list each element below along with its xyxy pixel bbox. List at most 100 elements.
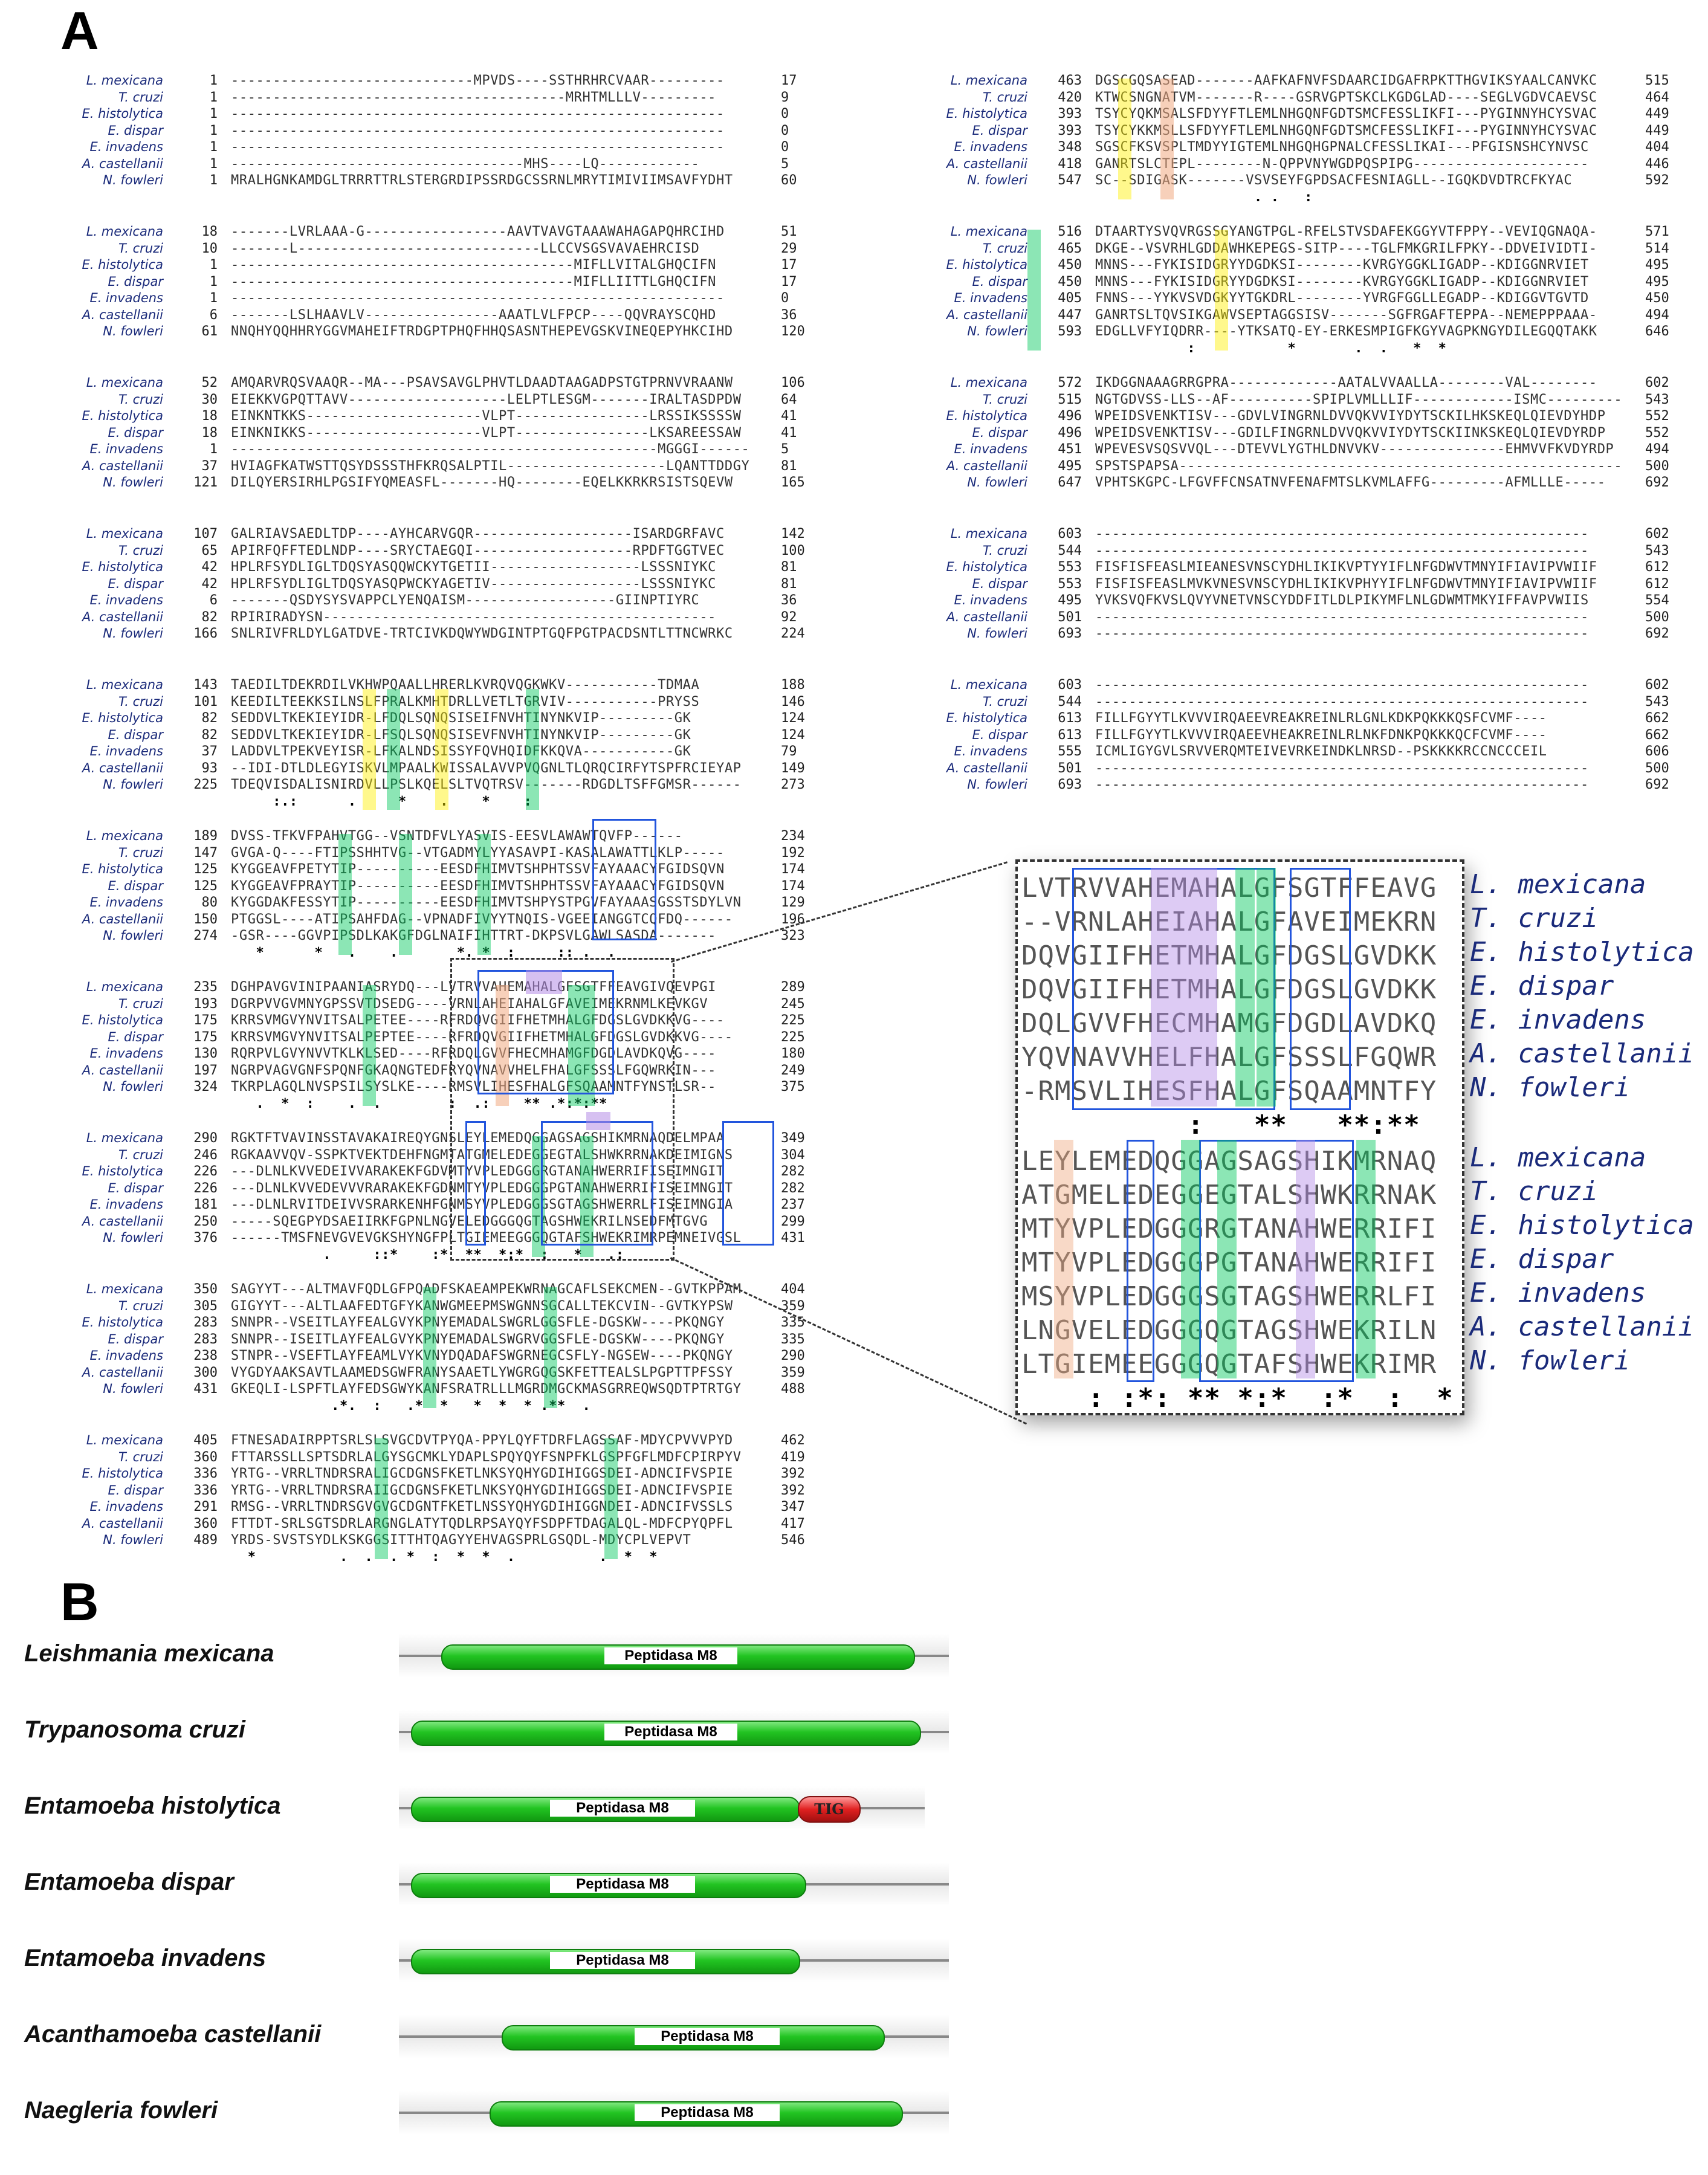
spacer (163, 1549, 231, 1566)
end-position: 404 (781, 1282, 805, 1297)
sequence: KEEDILTEEKKSILNSLFPRALKMHTDRLLVETLTGRVIV… (231, 694, 700, 709)
zoom-sequence: DQVGIIFHETMHALGFDGSLGVDKK (1021, 940, 1437, 971)
end-position: 29 (781, 241, 797, 256)
start-position: 495 (1058, 458, 1082, 474)
zoom-inset: LVTRVVAHEMAHALGFSGTFFEAVG--VRNLAHEIAHALG… (1015, 859, 1464, 1415)
species-label: N. fowleri (103, 928, 163, 943)
domain-label: Peptidasa M8 (635, 2028, 780, 2045)
end-position: 124 (781, 727, 805, 743)
species-full-name: Acanthamoeba castellanii (24, 2021, 322, 2047)
species-label: T. cruzi (118, 392, 163, 407)
zoom-motif-box (1072, 868, 1275, 1110)
sequence: --IDI-DTLDLEGYISKVLMPAALKWISSALAVVPVQGNL… (231, 760, 742, 776)
species-label: E. dispar (108, 1029, 163, 1044)
start-position: 405 (193, 1433, 218, 1448)
species-label: L. mexicana (86, 829, 163, 843)
sequence: NNQHYQQHHRYGGVMAHEIFTRDGPTPHQFHHQSASNTHE… (231, 324, 733, 339)
zoom-species-label: A. castellanii (1470, 1038, 1694, 1069)
end-position: 237 (781, 1197, 805, 1212)
end-position: 500 (1645, 760, 1669, 776)
sequence: -------LVRLAAA-G-----------------AAVTVAV… (231, 224, 725, 239)
end-position: 149 (781, 760, 805, 776)
start-position: 147 (193, 845, 218, 861)
sequence: KYGGEAVFPETYTIP----------EESDFHIMVTSHPHT… (231, 862, 725, 877)
panel-label-a: A (60, 1, 99, 60)
end-position: 571 (1645, 224, 1669, 239)
end-position: 347 (781, 1499, 805, 1514)
end-position: 692 (1645, 475, 1669, 490)
end-position: 81 (781, 560, 797, 575)
species-label: L. mexicana (950, 677, 1027, 692)
end-position: 245 (781, 996, 805, 1012)
start-position: 393 (1058, 106, 1082, 121)
end-position: 299 (781, 1214, 805, 1229)
end-position: 0 (781, 106, 789, 121)
species-label: L. mexicana (950, 73, 1027, 88)
sequence: DGRPVVGVMNYGPSSVTDSEDG----VRNLAHEIAHALGF… (231, 996, 708, 1012)
start-position: 544 (1058, 694, 1082, 709)
start-position: 6 (209, 307, 218, 323)
start-position: 1 (209, 106, 218, 121)
species-label: T. cruzi (982, 241, 1027, 256)
species-label: E. dispar (972, 576, 1027, 591)
zoom-species-label: T. cruzi (1470, 1176, 1598, 1207)
sequence: SAGYYT---ALTMAVFQDLGFPQADFSKAEAMPEKWRNAG… (231, 1282, 742, 1297)
species-label: T. cruzi (118, 241, 163, 256)
end-position: 41 (781, 409, 797, 424)
start-position: 451 (1058, 442, 1082, 457)
end-position: 273 (781, 777, 805, 792)
end-position: 546 (781, 1533, 805, 1548)
species-label: N. fowleri (103, 1382, 163, 1396)
conservation-row: .*. : .* * * * * .** . (0, 1398, 835, 1415)
sequence: -------QSDYSYSVAPPCLYENQAISM------------… (231, 593, 700, 608)
sequence: ----------------------------------------… (1095, 694, 1589, 709)
domain-label: Peptidasa M8 (550, 1800, 695, 1817)
start-position: 82 (201, 727, 218, 743)
sequence: YRDS-SVSTSYDLKSKGGSITTHTQAGYYEHVAGSPRLGS… (231, 1533, 691, 1548)
end-position: 282 (781, 1180, 805, 1196)
start-position: 82 (201, 609, 218, 625)
zoom-species-label: L. mexicana (1470, 869, 1646, 900)
sequence: FILLFGYYTLKVVVIRQAEEVHEAKREINLRLNKFDNKPQ… (1095, 727, 1547, 743)
end-position: 234 (781, 829, 805, 844)
start-position: 348 (1058, 140, 1082, 155)
end-position: 359 (781, 1298, 805, 1314)
species-label: A. castellanii (82, 760, 163, 775)
species-label: L. mexicana (950, 224, 1027, 239)
conservation-symbols: . * : . . : .: ** .*:*:** (231, 1096, 608, 1111)
zoom-species-label: E. invadens (1470, 1278, 1646, 1308)
conservation-row: * . . . * : * * . . * * (0, 1549, 835, 1566)
start-position: 1 (209, 123, 218, 138)
species-label: L. mexicana (86, 1282, 163, 1296)
end-position: 349 (781, 1131, 805, 1146)
species-label: E. dispar (108, 123, 163, 138)
sequence: ----------------------------------------… (1095, 760, 1589, 776)
sequence: FILLFGYYTLKVVVIRQAEEVREAKREINLRLGNLKDKPQ… (1095, 711, 1547, 726)
start-position: 150 (193, 911, 218, 927)
species-label: L. mexicana (86, 1131, 163, 1145)
